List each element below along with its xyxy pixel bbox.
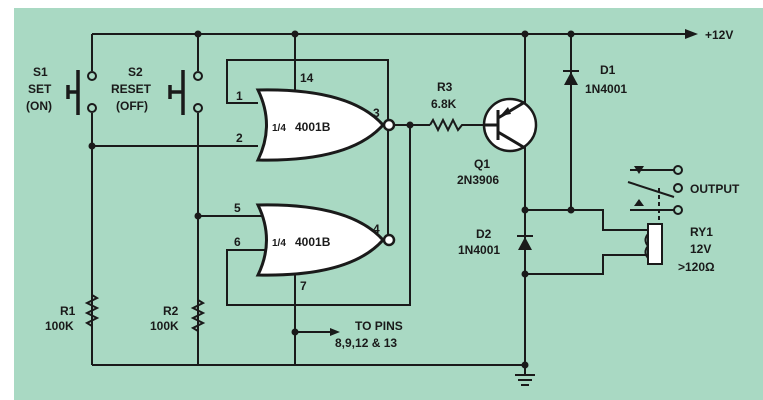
resistors: [84, 117, 465, 332]
s1-name: S1: [33, 65, 48, 79]
relay-contact-common: [673, 183, 683, 193]
r2-value: 100K: [150, 319, 179, 333]
supply-label: +12V: [705, 28, 733, 42]
gate2-pin7: 7: [300, 279, 307, 293]
gate2-pin5: 5: [234, 201, 241, 215]
d2-part: 1N4001: [458, 243, 500, 257]
r1-name: R1: [60, 304, 76, 318]
s2-name: S2: [128, 65, 143, 79]
gate1-pin3: 3: [373, 106, 380, 120]
gate2-pin6: 6: [234, 235, 241, 249]
s1-label: SET: [28, 82, 52, 96]
to-pins-line1: TO PINS: [355, 319, 403, 333]
relay-contact-no: [673, 205, 683, 215]
ry1-resistance: >120Ω: [678, 260, 715, 274]
s2-state: (OFF): [116, 99, 148, 113]
r1-value: 100K: [45, 319, 74, 333]
d1-name: D1: [600, 63, 616, 77]
gate1-pin2: 2: [236, 131, 243, 145]
relay-ry1: [634, 165, 683, 265]
q1-name: Q1: [474, 157, 490, 171]
d1-part: 1N4001: [585, 82, 627, 96]
output-label: OUTPUT: [690, 182, 740, 196]
diode-d1: [563, 70, 579, 85]
switch-s2: [168, 70, 203, 115]
s1-state: (ON): [26, 99, 52, 113]
r2-name: R2: [163, 304, 179, 318]
r3-name: R3: [437, 80, 453, 94]
ry1-voltage: 12V: [690, 242, 711, 256]
ry1-name: RY1: [690, 225, 713, 239]
gate1-pin14: 14: [300, 71, 314, 85]
gate1-fraction: 1/4: [272, 123, 286, 134]
supply-arrow-icon: [685, 29, 698, 39]
diode-d2: [517, 235, 533, 250]
nor-gate-1: [255, 88, 396, 162]
resistor-r3: [429, 117, 465, 133]
r3-value: 6.8K: [431, 97, 457, 111]
d2-name: D2: [476, 227, 492, 241]
gate2-pin4: 4: [373, 222, 380, 236]
ground-icon: [515, 365, 535, 386]
junction-dots: [88, 30, 575, 369]
resistor-r1: [84, 294, 100, 327]
s2-label: RESET: [111, 82, 152, 96]
gate1-pin1: 1: [236, 89, 243, 103]
q1-part: 2N3906: [457, 173, 499, 187]
to-pins-line2: 8,9,12 & 13: [335, 336, 397, 350]
resistor-r2: [190, 299, 206, 332]
nor-gate-2: [255, 203, 396, 277]
switch-s1: [66, 70, 97, 115]
transistor-q1: [482, 97, 538, 153]
gate1-part: 4001B: [295, 120, 331, 134]
relay-contact-nc: [673, 165, 683, 175]
to-pins-arrow-icon: [330, 328, 340, 336]
gate2-fraction: 1/4: [272, 238, 286, 249]
gate2-part: 4001B: [295, 235, 331, 249]
